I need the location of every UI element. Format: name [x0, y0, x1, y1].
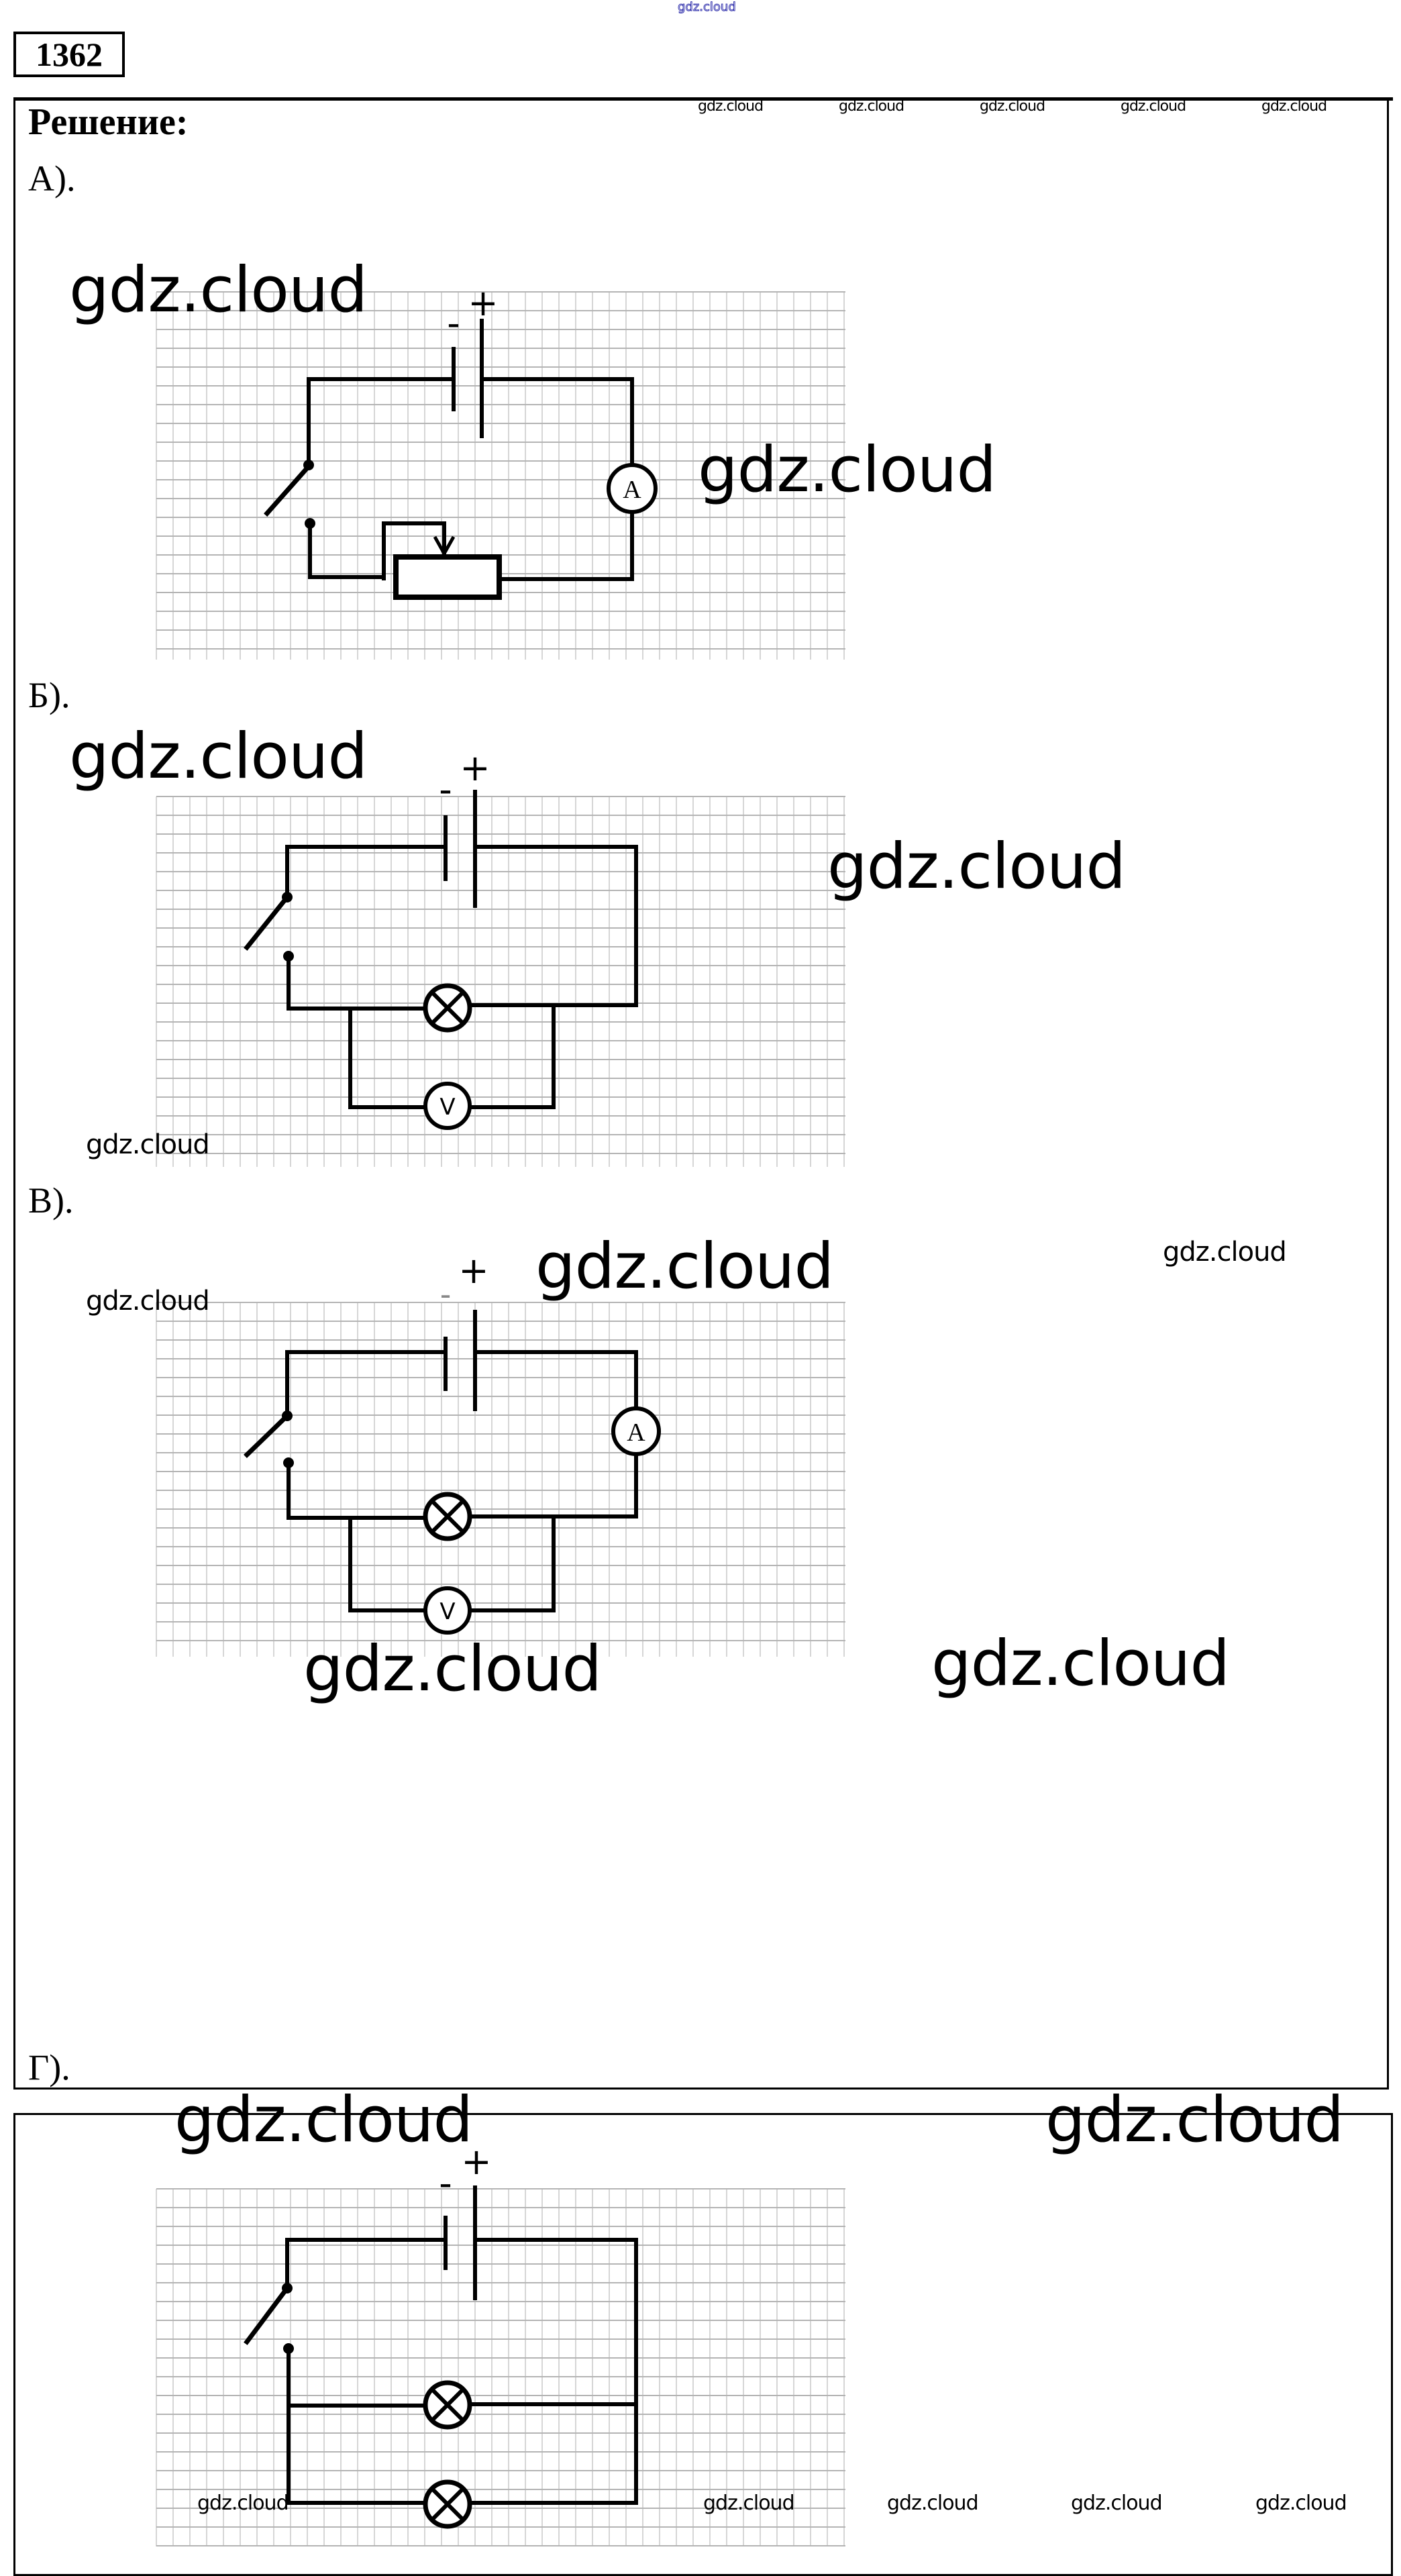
- watermark: gdz.cloud: [1045, 2083, 1344, 2157]
- battery-minus-sign: -: [447, 302, 460, 344]
- battery-plus-sign: +: [468, 282, 498, 324]
- watermark: gdz.cloud: [887, 2491, 979, 2515]
- voltmeter: [423, 1586, 472, 1635]
- part-label-b: Б).: [28, 675, 70, 715]
- wire: [497, 510, 634, 581]
- battery-minus-sign: -: [439, 768, 452, 811]
- solution-heading: Решение:: [28, 101, 189, 143]
- watermark: gdz.cloud: [69, 720, 368, 793]
- switch-contact-bottom: [283, 951, 294, 962]
- watermark: gdz.cloud: [1261, 98, 1327, 115]
- lamp-icon: [423, 1492, 472, 1541]
- rheostat-slider-wire: [382, 521, 446, 580]
- switch-contact-top: [303, 460, 314, 470]
- battery-plus-sign: +: [458, 1249, 488, 1292]
- ammeter-label: A: [623, 476, 641, 504]
- watermark: gdz.cloud: [69, 254, 368, 327]
- watermark: gdz.cloud: [535, 1230, 834, 1303]
- voltmeter-branch-wire: [469, 1003, 556, 1109]
- battery-plus-sign: +: [461, 2141, 491, 2183]
- rheostat-arrow-icon: [433, 535, 456, 558]
- switch-lever: [244, 1412, 291, 1458]
- ammeter: [611, 1406, 661, 1456]
- switch-lever: [244, 2285, 291, 2345]
- graph-paper-grid: [156, 291, 845, 660]
- watermark: gdz.cloud: [1163, 1237, 1287, 1268]
- battery-plus-sign: +: [460, 747, 490, 789]
- graph-paper-grid: [156, 2188, 845, 2546]
- switch-lever: [264, 463, 312, 517]
- switch-contact-top: [282, 892, 293, 903]
- watermark: gdz.cloud: [303, 1633, 602, 1706]
- switch-contact-bottom: [283, 2343, 294, 2354]
- watermark: gdz.cloud: [703, 2491, 795, 2515]
- wire: [285, 845, 445, 899]
- part-label-a: А).: [28, 158, 76, 199]
- voltmeter-label: V: [439, 1598, 455, 1625]
- watermark: gdz.cloud: [698, 433, 996, 507]
- wire: [308, 521, 386, 579]
- graph-paper-grid: [156, 1302, 845, 1657]
- switch-contact-bottom: [283, 1457, 294, 1468]
- watermark: gdz.cloud: [86, 1129, 210, 1160]
- switch-lever: [244, 894, 291, 951]
- ammeter-label: A: [627, 1419, 645, 1447]
- ammeter: [607, 463, 658, 514]
- wire: [473, 1350, 638, 1410]
- watermark: gdz.cloud: [827, 830, 1126, 903]
- rheostat: [393, 554, 502, 600]
- switch-contact-bottom: [305, 518, 315, 529]
- top-watermark: gdz.cloud: [678, 0, 737, 15]
- watermark: gdz.cloud: [1255, 2491, 1347, 2515]
- watermark: gdz.cloud: [931, 1627, 1230, 1700]
- watermark: gdz.cloud: [698, 98, 764, 115]
- voltmeter-branch-wire: [348, 1516, 426, 1612]
- wire: [482, 377, 634, 467]
- part-label-g: Г).: [28, 2047, 70, 2088]
- battery-minus-sign: -: [440, 1276, 452, 1312]
- switch-contact-top: [282, 1410, 293, 1421]
- voltmeter: [423, 1082, 472, 1130]
- wire: [468, 2238, 638, 2505]
- wire: [468, 1453, 638, 1518]
- graph-paper-grid: [156, 796, 845, 1167]
- voltmeter-branch-wire: [348, 1007, 426, 1109]
- switch-contact-top: [282, 2283, 293, 2294]
- lamp-icon: [423, 983, 472, 1033]
- watermark: gdz.cloud: [174, 2083, 473, 2157]
- lamp-icon: [423, 2479, 472, 2529]
- wire: [285, 2238, 448, 2290]
- wire: [287, 1461, 426, 1520]
- wire: [307, 377, 456, 468]
- voltmeter-branch-wire: [469, 1514, 556, 1612]
- watermark: gdz.cloud: [1071, 2491, 1163, 2515]
- wire: [287, 954, 426, 1011]
- watermark: gdz.cloud: [839, 98, 904, 115]
- lamp-icon: [423, 2380, 472, 2430]
- watermark: gdz.cloud: [1121, 98, 1186, 115]
- part-label-v: В).: [28, 1180, 74, 1221]
- wire: [285, 1350, 448, 1418]
- battery-minus-sign: -: [439, 2162, 452, 2204]
- voltmeter-label: V: [439, 1094, 455, 1121]
- watermark: gdz.cloud: [980, 98, 1045, 115]
- solution-box-top-border: [13, 97, 1393, 101]
- wire: [287, 2347, 426, 2505]
- problem-number: 1362: [13, 32, 125, 77]
- watermark: gdz.cloud: [197, 2491, 289, 2515]
- watermark: gdz.cloud: [86, 1286, 210, 1317]
